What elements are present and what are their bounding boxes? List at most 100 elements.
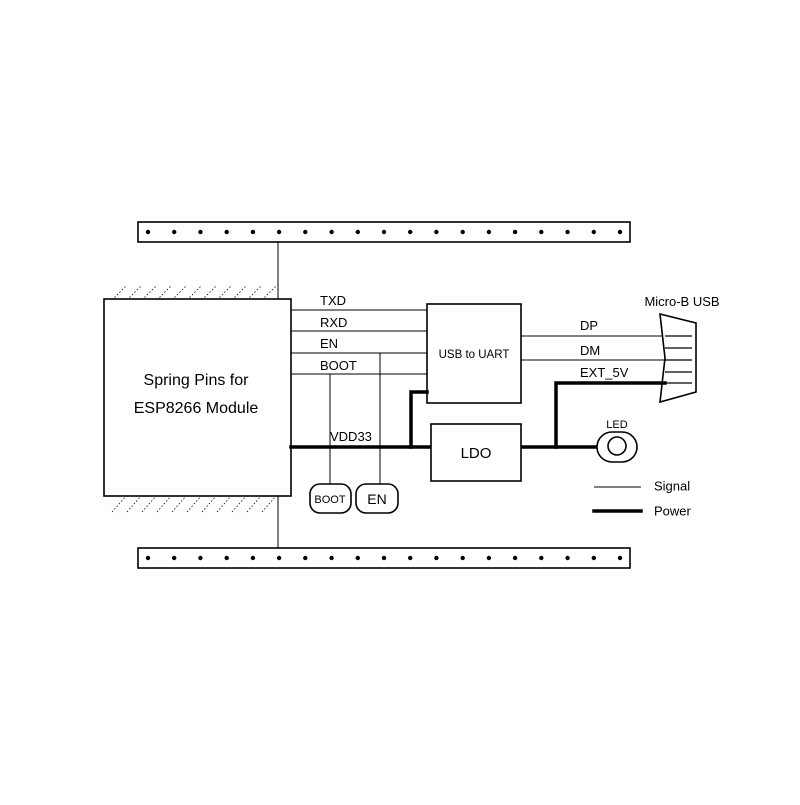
top-header-pin-dot	[381, 229, 387, 235]
top-header-pin-dot	[329, 229, 334, 235]
top-header-pin-dot	[303, 229, 308, 235]
legend-power-label: Power	[654, 503, 692, 518]
bridge-power-feed	[409, 390, 429, 449]
ext5v-label: EXT_5V	[580, 365, 629, 380]
bottom-header-pin-dot	[224, 555, 229, 561]
en-label: EN	[320, 336, 338, 351]
spring-pin-mark	[261, 285, 277, 301]
bottom-header-pin-dot	[381, 555, 387, 561]
bottom-header-pin-dot	[276, 555, 282, 561]
bottom-header-pin-dot	[591, 555, 596, 561]
ext5v-rail	[554, 381, 667, 449]
top-header-pin-dot	[565, 229, 570, 235]
micro-b-usb-connector: Micro-B USB	[644, 294, 720, 404]
top-header-pin-dot	[250, 229, 256, 235]
top-header-pin-dot	[434, 229, 439, 235]
bottom-header-pin-dot	[145, 555, 151, 561]
bottom-header-pin-dot	[408, 555, 413, 561]
module-label-line2: ESP8266 Module	[134, 400, 259, 417]
bottom-pin-header	[137, 547, 631, 569]
en-button: EN	[355, 483, 399, 514]
spring-pin-mark	[156, 285, 172, 301]
bottom-header-pin-dot	[198, 555, 203, 561]
bottom-header-pin-dot	[303, 555, 308, 561]
rxd-label: RXD	[320, 315, 347, 330]
top-pin-header	[137, 221, 631, 243]
bottom-header-pin-dot	[565, 555, 570, 561]
spring-pin-mark	[216, 285, 232, 301]
usb-data-lines: DP DM EXT_5V	[521, 318, 665, 380]
ldo-regulator: LDO	[430, 423, 522, 482]
usb-to-uart-label: USB to UART	[439, 349, 510, 361]
top-header-pin-dot	[486, 229, 492, 235]
top-header-pin-dot	[355, 229, 360, 235]
bottom-header-pin-dot	[434, 555, 439, 561]
spring-pin-mark	[171, 495, 187, 513]
spring-pin-mark	[156, 495, 172, 513]
bottom-header-pin-dot	[329, 555, 334, 561]
led-indicator: LED	[596, 419, 638, 463]
top-header-pin-dot	[512, 229, 518, 235]
txd-label: TXD	[320, 293, 346, 308]
spring-pin-mark	[141, 285, 157, 301]
dm-label: DM	[580, 343, 600, 358]
signal-lines: TXD RXD EN BOOT	[291, 293, 427, 375]
dp-label: DP	[580, 318, 598, 333]
spring-pin-mark	[201, 495, 217, 513]
spring-pin-mark	[231, 285, 247, 301]
led-label: LED	[606, 419, 627, 431]
spring-pin-mark	[171, 285, 187, 301]
top-header-pin-dot	[224, 229, 229, 235]
top-header-pin-dot	[145, 229, 151, 235]
top-header-pins	[145, 229, 623, 235]
boot-button: BOOT	[309, 483, 352, 514]
esp8266-module: Spring Pins for ESP8266 Module	[103, 298, 292, 497]
ldo-label: LDO	[461, 445, 492, 462]
spring-pin-mark	[111, 495, 127, 513]
bottom-header-pin-dot	[617, 555, 623, 561]
usb-to-uart-bridge: USB to UART	[426, 303, 522, 404]
vdd33-label: VDD33	[330, 429, 372, 444]
top-header-pin-dot	[276, 229, 282, 235]
spring-pin-mark	[141, 495, 157, 513]
spring-pin-mark	[111, 285, 127, 301]
bottom-header-pin-dot	[512, 555, 518, 561]
power-wiring: VDD33	[289, 381, 667, 449]
spring-pin-mark	[201, 285, 217, 301]
top-header-pin-dot	[591, 229, 596, 235]
led-lens-icon	[607, 436, 627, 456]
legend: Signal Power	[592, 478, 692, 518]
top-header-pin-dot	[539, 229, 544, 235]
spring-pin-mark	[261, 495, 277, 513]
spring-pin-mark	[126, 285, 142, 301]
bottom-header-pins	[145, 555, 623, 561]
module-label-line1: Spring Pins for	[144, 372, 250, 389]
bottom-header-pin-dot	[355, 555, 360, 561]
spring-pin-mark	[246, 495, 262, 513]
bottom-header-pin-dot	[539, 555, 544, 561]
spring-pin-mark	[216, 495, 232, 513]
top-header-pin-dot	[172, 229, 177, 235]
top-header-pin-dot	[617, 229, 623, 235]
spring-pin-mark	[126, 495, 142, 513]
bottom-header-pin-dot	[250, 555, 256, 561]
spring-pin-mark	[186, 285, 202, 301]
en-button-label: EN	[367, 491, 386, 507]
bottom-header-pin-dot	[460, 555, 465, 561]
top-header-pin-dot	[460, 229, 465, 235]
legend-signal-label: Signal	[654, 478, 690, 493]
spring-pin-mark	[246, 285, 262, 301]
spring-pin-mark	[186, 495, 202, 513]
bottom-header-pin-dot	[172, 555, 177, 561]
bottom-header-pin-dot	[486, 555, 492, 561]
top-header-pin-dot	[408, 229, 413, 235]
boot-label: BOOT	[320, 358, 357, 373]
spring-pins-bottom-hatch	[111, 495, 277, 513]
spring-pins-top-hatch	[111, 285, 277, 301]
top-header-pin-dot	[198, 229, 203, 235]
spring-pin-mark	[231, 495, 247, 513]
micro-b-usb-label: Micro-B USB	[644, 294, 719, 309]
boot-button-label: BOOT	[314, 494, 345, 506]
